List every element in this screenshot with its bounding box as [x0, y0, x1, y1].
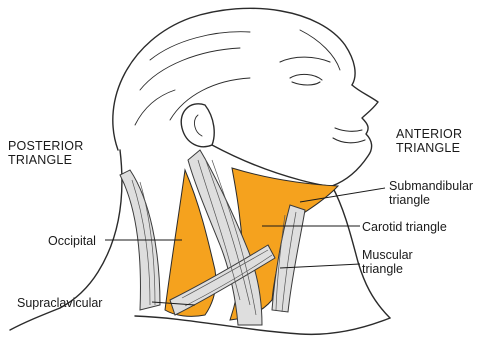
submandibular-triangle-label: Submandibular triangle	[389, 179, 473, 207]
muscular-line2: triangle	[362, 262, 413, 276]
face-profile	[332, 85, 378, 186]
submandibular-line2: triangle	[389, 193, 473, 207]
neck-back	[60, 150, 122, 308]
ear-inner	[195, 115, 202, 136]
muscular-line1: Muscular	[362, 248, 413, 262]
shoulder	[10, 308, 60, 330]
ear	[181, 104, 214, 147]
anterior-triangle-heading: ANTERIOR TRIANGLE	[396, 127, 462, 155]
anterior-heading-line2: TRIANGLE	[396, 141, 462, 155]
supraclavicular-label: Supraclavicular	[17, 296, 102, 310]
occipital-label: Occipital	[48, 234, 96, 248]
posterior-heading-line2: TRIANGLE	[8, 153, 83, 167]
hair-outline	[113, 8, 355, 150]
hair-strands	[135, 30, 340, 125]
carotid-triangle-label: Carotid triangle	[362, 220, 447, 234]
eye	[290, 74, 322, 85]
brow	[280, 57, 330, 62]
anterior-heading-line1: ANTERIOR	[396, 127, 462, 141]
posterior-triangle-heading: POSTERIOR TRIANGLE	[8, 139, 83, 167]
mouth	[333, 128, 365, 143]
muscular-triangle-label: Muscular triangle	[362, 248, 413, 276]
submandibular-line1: Submandibular	[389, 179, 473, 193]
posterior-heading-line1: POSTERIOR	[8, 139, 83, 153]
